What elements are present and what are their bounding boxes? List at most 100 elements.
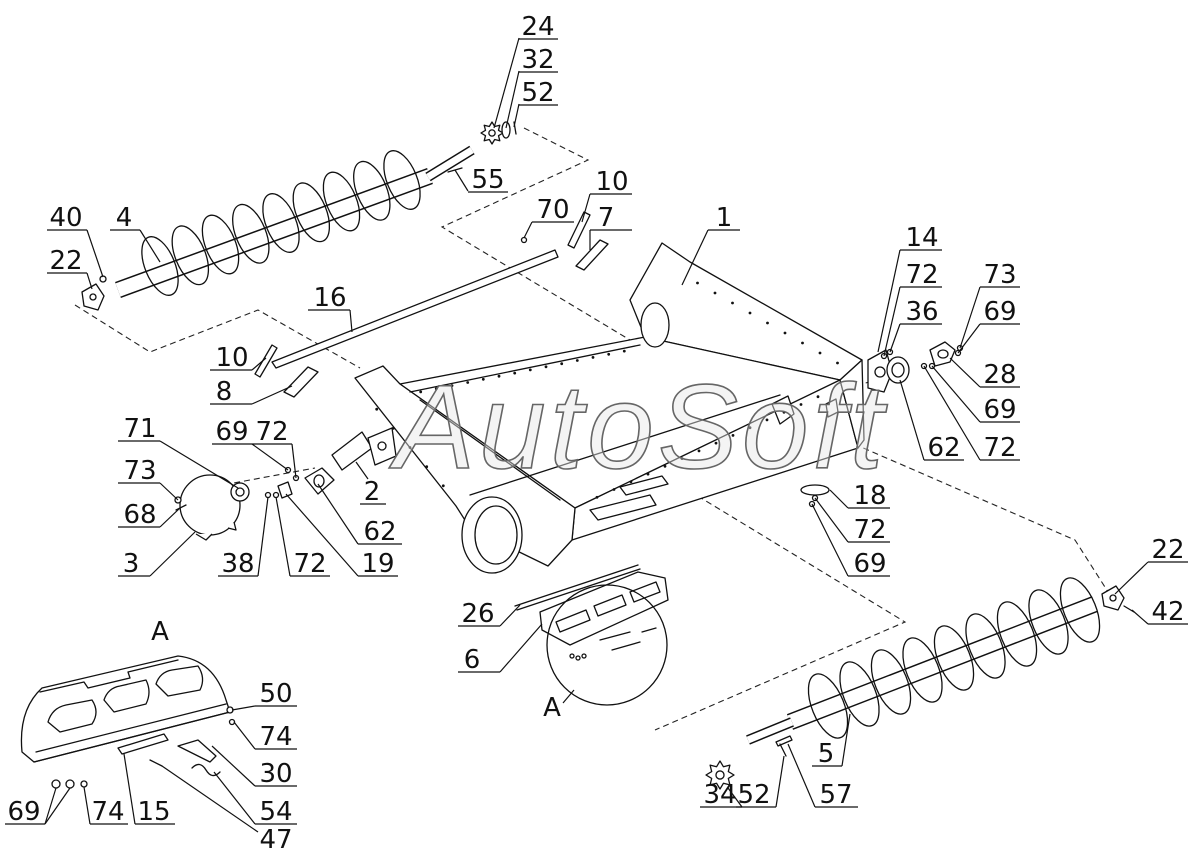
- callout-label: 24: [521, 12, 554, 42]
- callout-12: 10: [210, 343, 267, 373]
- callout-leader: [923, 365, 981, 461]
- callout-leader: [883, 286, 901, 357]
- callout-41: 42: [1131, 597, 1188, 627]
- callout-33: 72: [923, 365, 1020, 463]
- callout-leader: [877, 249, 901, 353]
- trough-body: [354, 242, 865, 574]
- callout-leader: [251, 385, 293, 405]
- part-47-bolt: [149, 759, 163, 767]
- callout-label: 52: [737, 780, 770, 810]
- callout-leader: [149, 531, 196, 577]
- callout-label: 72: [983, 433, 1016, 463]
- callout-3: 55: [454, 165, 508, 195]
- callout-label: 72: [905, 260, 938, 290]
- front-cutout: [589, 494, 657, 521]
- callout-leader: [355, 461, 369, 480]
- part-24-sprocket: [480, 121, 504, 145]
- bolt-hole: [425, 465, 429, 469]
- callout-label: 14: [905, 223, 938, 253]
- callout-leader: [233, 721, 256, 750]
- bolt-hole: [466, 381, 470, 384]
- callout-leader: [349, 309, 353, 333]
- callout-label: 19: [361, 549, 394, 579]
- bolt-hole: [434, 387, 438, 391]
- callout-25: 14: [877, 223, 942, 353]
- bolt-hole: [528, 368, 532, 372]
- bolt-hole: [612, 488, 616, 491]
- part-68-bolt: [175, 504, 187, 511]
- back-opening: [640, 302, 670, 348]
- callout-label: 40: [49, 203, 82, 233]
- callout-label: 54: [259, 797, 292, 827]
- callout-leader: [291, 443, 297, 479]
- callout-label: 70: [536, 195, 569, 225]
- callout-1: 32: [505, 45, 558, 129]
- bolt-hole: [450, 384, 454, 387]
- part-19-plate: [277, 481, 293, 499]
- callout-label: 74: [259, 722, 292, 752]
- callout-45: 57: [787, 743, 858, 810]
- callout-label: 15: [137, 797, 170, 827]
- callout-leader: [275, 496, 291, 577]
- bolt-hole: [481, 377, 485, 381]
- bolt-hole: [816, 395, 820, 399]
- callout-40: 22: [1114, 535, 1188, 595]
- callout-leader: [454, 169, 469, 192]
- detail-a-marker-circle: [546, 584, 668, 706]
- callout-leader: [727, 787, 743, 808]
- part-34-sprocket: [705, 760, 735, 790]
- detail-a-title: A: [151, 617, 169, 647]
- part-32-ring: [501, 121, 511, 139]
- callout-label: 50: [259, 679, 292, 709]
- part-26-strip: [514, 564, 641, 611]
- callout-16: 68: [118, 500, 181, 530]
- watermark: AutoSoft: [389, 360, 888, 494]
- callout-leader: [775, 755, 785, 808]
- callout-27: 36: [889, 297, 942, 353]
- callout-label: 26: [461, 599, 494, 629]
- right-bracket: [771, 395, 795, 425]
- callout-leader: [681, 229, 709, 286]
- auger-flight: [870, 649, 912, 715]
- callout-label: 69: [7, 797, 40, 827]
- callout-leader: [829, 489, 849, 509]
- callout-label: 28: [983, 360, 1016, 390]
- callout-label: 69: [215, 417, 248, 447]
- callout-leader: [499, 623, 543, 673]
- callout-label: 8: [216, 377, 233, 407]
- auger-flight: [232, 203, 270, 264]
- part-10-strip-top: [567, 211, 591, 249]
- nut: [264, 491, 272, 499]
- callout-15: 73: [118, 456, 179, 501]
- callout-leader: [159, 482, 179, 501]
- auger-bottom: [705, 577, 1135, 790]
- callout-leader: [211, 745, 256, 787]
- callout-23: 72: [275, 496, 330, 579]
- callout-7: 70: [523, 195, 574, 239]
- nut: [272, 491, 280, 499]
- callout-leader: [523, 221, 533, 239]
- callout-0: 24: [493, 12, 558, 129]
- bolt-hole: [646, 472, 650, 476]
- callout-label: 73: [123, 456, 156, 486]
- callout-22: 38: [218, 496, 269, 579]
- callout-8: 10: [581, 167, 632, 223]
- part-8-plate: [283, 366, 319, 398]
- auger-flight: [1059, 577, 1101, 643]
- auger-flight: [933, 625, 975, 691]
- callout-18: 72: [252, 417, 297, 479]
- bolt-hole: [629, 480, 633, 484]
- callout-label: 52: [521, 78, 554, 108]
- callout-leader: [949, 357, 981, 388]
- callout-35: 72: [814, 497, 890, 545]
- part-54-spring: [191, 763, 221, 777]
- part-2-plate: [331, 431, 373, 471]
- callout-2: 52: [513, 78, 558, 128]
- callout-leader: [161, 765, 259, 833]
- auger-flight: [965, 613, 1006, 679]
- callout-leader: [1131, 609, 1149, 625]
- callout-label: 2: [364, 477, 381, 507]
- callout-leader: [1114, 561, 1149, 595]
- callout-10: 1: [681, 203, 740, 286]
